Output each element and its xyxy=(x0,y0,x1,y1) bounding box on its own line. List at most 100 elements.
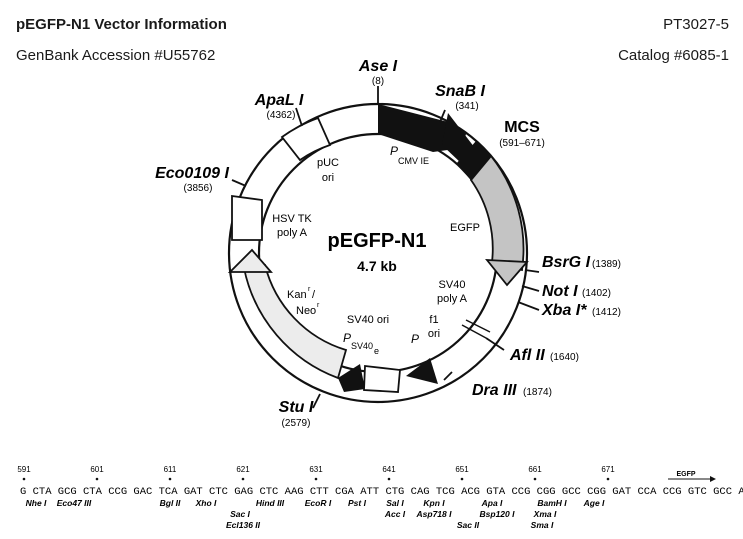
sv40-polya-label-2: poly A xyxy=(437,293,468,305)
sv40-ori-segment xyxy=(363,364,401,393)
f1-ori-label-1: f1 xyxy=(429,314,438,326)
mcs-position-number: 671 xyxy=(601,465,615,474)
site-dra-label: Dra III xyxy=(472,382,517,399)
pcmv-sub-label: CMV IE xyxy=(398,156,429,166)
site-xba-pos: (1412) xyxy=(592,307,621,318)
tick-snab xyxy=(439,109,446,123)
mcs-enzyme-label: Age I xyxy=(583,498,605,508)
neo-label: Neo xyxy=(296,305,316,317)
mcs-position-number: 641 xyxy=(382,465,396,474)
tick-eco0109 xyxy=(231,179,247,187)
site-afl-label: Afl II xyxy=(509,347,545,364)
egfp-start-label: EGFP xyxy=(676,471,695,478)
mcs-enzyme-label: Bsp120 I xyxy=(480,509,516,519)
mcs-position-dot xyxy=(22,477,26,481)
mcs-position-dot xyxy=(387,477,391,481)
site-snab-pos: (341) xyxy=(455,101,478,112)
site-ticks xyxy=(231,86,540,409)
site-afl-pos: (1640) xyxy=(550,352,579,363)
mcs-position-dot xyxy=(460,477,464,481)
site-dra-pos: (1874) xyxy=(523,387,552,398)
mcs-enzyme-label: Acc I xyxy=(384,509,406,519)
psv40-promoter-arrow xyxy=(338,364,365,392)
sv40-polya-label-1: SV40 xyxy=(439,279,466,291)
kan-label: Kan xyxy=(287,289,307,301)
site-not-label: Not I xyxy=(542,283,578,300)
puc-ori-label-2: ori xyxy=(322,172,334,184)
site-xba-label: Xba I* xyxy=(541,302,587,319)
mcs-enzyme-label: Bgl II xyxy=(160,498,181,508)
mcs-label: MCS xyxy=(504,119,540,136)
hsv-tk-label-2: poly A xyxy=(277,227,308,239)
kan-slash: / xyxy=(312,289,316,301)
mcs-sequence: G CTA GCG CTA CCG GAC TCA GAT CTC GAG CT… xyxy=(20,486,743,498)
mcs-enzyme-label: Sma I xyxy=(531,520,554,530)
hsv-tk-label-1: HSV TK xyxy=(272,213,312,225)
mcs-position-dot xyxy=(168,477,172,481)
mcs-enzyme-label: Apa I xyxy=(481,498,503,508)
tick-dra xyxy=(443,371,453,381)
f1-ori-label-2: ori xyxy=(428,328,440,340)
mcs-enzyme-label: EcoR I xyxy=(305,498,332,508)
page-title: pEGFP-N1 Vector Information xyxy=(16,16,227,33)
mcs-position-number: 621 xyxy=(236,465,250,474)
catalog-number: Catalog #6085-1 xyxy=(618,47,729,64)
mcs-enzyme-label: Ecl136 II xyxy=(226,520,261,530)
f1-ori-segment xyxy=(461,319,491,339)
mcs-enzyme-label: Asp718 I xyxy=(416,509,453,519)
mcs-enzyme-label: Xho I xyxy=(195,498,217,508)
mcs-position-number: 661 xyxy=(528,465,542,474)
site-apal-pos: (4362) xyxy=(267,110,296,121)
mcs-position-dot xyxy=(241,477,245,481)
tick-xba xyxy=(517,301,540,311)
site-eco0109-pos: (3856) xyxy=(184,183,213,194)
site-apal-label: ApaL I xyxy=(254,92,304,109)
egfp-segment xyxy=(469,154,525,272)
mcs-enzyme-label: Sac I xyxy=(230,509,250,519)
kan-sup: r xyxy=(308,286,311,293)
puc-ori-segment xyxy=(280,116,332,162)
mcs-position-dot xyxy=(95,477,99,481)
neo-sup: r xyxy=(317,302,320,309)
mcs-position-dot xyxy=(606,477,610,481)
mcs-position-dot xyxy=(314,477,318,481)
kan-neo-segment xyxy=(242,263,348,380)
mcs-enzyme-label: Pst I xyxy=(348,498,367,508)
site-snab-label: SnaB I xyxy=(435,83,485,100)
site-eco0109-label: Eco0109 I xyxy=(155,165,229,182)
site-ase-pos: (8) xyxy=(372,76,384,87)
egfp-start-arrowhead xyxy=(710,476,716,482)
site-bsrg-pos: (1389) xyxy=(592,259,621,270)
tick-bsrg xyxy=(524,269,540,273)
tick-not xyxy=(521,285,540,292)
tick-afl xyxy=(485,337,505,351)
mcs-enzyme-label: Nhe I xyxy=(26,498,47,508)
plasmid-size: 4.7 kb xyxy=(357,258,397,274)
mcs-enzyme-label: Eco47 III xyxy=(57,498,92,508)
psv40-p-label: P xyxy=(343,331,351,345)
site-stu-label: Stu I xyxy=(279,399,314,416)
sv40-ori-label: SV40 ori xyxy=(347,314,389,326)
site-bsrg-label: BsrG I xyxy=(542,254,591,271)
pf1-promoter-arrow xyxy=(406,358,438,384)
tick-apal xyxy=(295,107,303,127)
mcs-position-number: 601 xyxy=(90,465,104,474)
genbank-accession: GenBank Accession #U55762 xyxy=(16,47,216,64)
site-not-pos: (1402) xyxy=(582,288,611,299)
egfp-label: EGFP xyxy=(450,222,480,234)
mcs-position-dot xyxy=(533,477,537,481)
document-id: PT3027-5 xyxy=(663,16,729,33)
mcs-pos: (591–671) xyxy=(499,138,545,149)
psv40-e-label: e xyxy=(374,346,379,356)
pf1-label: P xyxy=(411,332,419,346)
mcs-segment xyxy=(456,141,491,180)
mcs-enzyme-label: Xma I xyxy=(533,509,557,519)
puc-ori-label-1: pUC xyxy=(317,157,339,169)
mcs-enzyme-label: Sac II xyxy=(457,520,480,530)
egfp-arrowhead xyxy=(485,259,529,287)
site-ase-label: Ase I xyxy=(358,58,398,75)
plasmid-name: pEGFP-N1 xyxy=(328,230,427,252)
hsv-tk-polya-segment xyxy=(231,194,263,241)
